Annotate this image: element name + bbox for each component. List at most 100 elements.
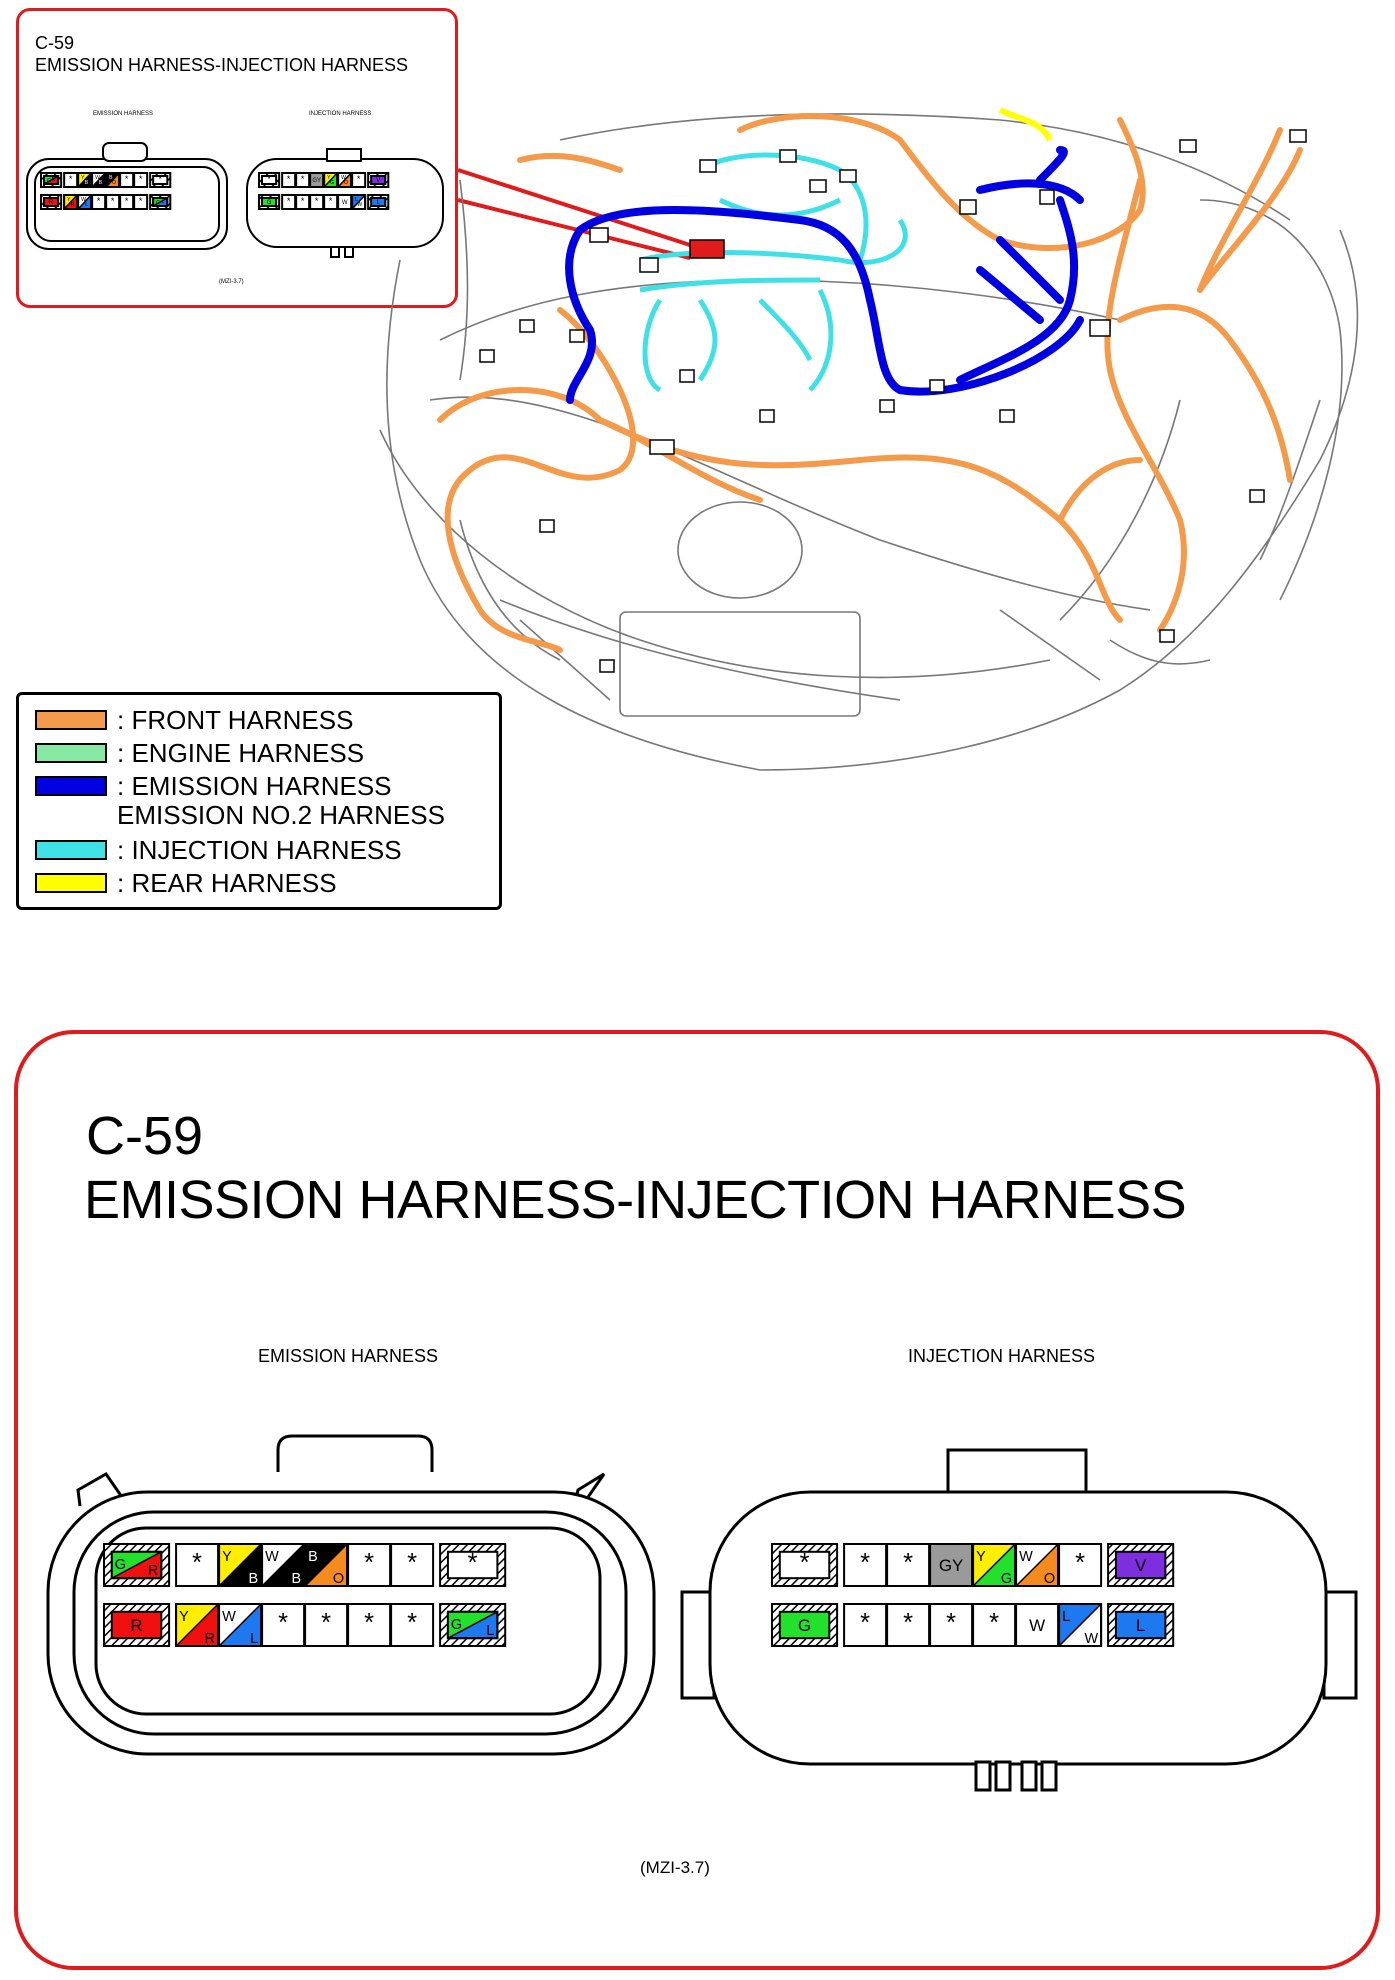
wire-color-primary: Y	[976, 1549, 986, 1565]
harness-connectors	[479, 129, 1307, 673]
legend-label: : REAR HARNESS	[117, 868, 337, 898]
terminal-cavity: L/WLW	[351, 194, 367, 210]
legend-label: : EMISSION HARNESS	[117, 771, 392, 801]
terminal-wire-code: *	[946, 1609, 956, 1637]
terminal-cavity: *	[972, 1603, 1017, 1647]
terminal-cavity: *	[929, 1603, 974, 1647]
terminal-wire-code: *	[111, 196, 115, 206]
terminal-cavity: *	[771, 1543, 839, 1587]
terminal-wire-code: *	[69, 174, 73, 184]
rear-harness-routing	[998, 107, 1053, 142]
terminal-wire-code: *	[903, 1609, 913, 1637]
terminal-wire-code: G	[798, 1616, 811, 1635]
wire-color-primary: W	[95, 175, 100, 181]
wire-color-secondary: O	[112, 180, 116, 186]
wire-color-secondary: B	[85, 180, 89, 186]
terminal-wire-code: *	[287, 174, 291, 184]
terminal-wire-code: V	[1135, 1556, 1147, 1575]
terminal-wire-code: *	[364, 1549, 374, 1577]
legend-item-front: : FRONT HARNESS	[35, 705, 353, 735]
legend-label: : ENGINE HARNESS	[117, 738, 365, 768]
terminal-wire-code: *	[139, 174, 143, 184]
wire-color-secondary: R	[70, 202, 74, 208]
wire-color-primary: G	[115, 1557, 126, 1573]
terminal-wire-code: *	[321, 1609, 331, 1637]
harness-legend: : FRONT HARNESS : ENGINE HARNESS : EMISS…	[16, 692, 502, 910]
terminal-cavity: W/BWB	[91, 172, 107, 188]
terminal-wire-code: L	[1136, 1616, 1145, 1635]
wire-color-primary: B	[308, 1549, 318, 1565]
wire-color-secondary: R	[148, 1563, 158, 1579]
wire-color-secondary: B	[99, 180, 103, 186]
terminal-wire-code: R	[130, 1616, 142, 1635]
terminal-cavity: *	[149, 172, 172, 188]
terminal-wire-code: V	[376, 178, 380, 184]
terminal-cavity: *	[886, 1603, 931, 1647]
wire-color-primary: L	[355, 197, 358, 203]
terminal-cavity: *	[175, 1543, 220, 1587]
terminal-cavity: G/LGL	[439, 1603, 507, 1647]
wire-color-primary: W	[1019, 1549, 1033, 1565]
terminal-wire-code: *	[860, 1549, 870, 1577]
legend-label: EMISSION NO.2 HARNESS	[117, 800, 445, 830]
terminal-wire-code: L	[377, 200, 381, 206]
emission-harness-label: EMISSION HARNESS	[258, 1346, 439, 1366]
detail-footnote: (MZI-3.7)	[640, 1858, 710, 1877]
terminal-wire-code: *	[97, 196, 101, 206]
terminal-wire-code: *	[989, 1609, 999, 1637]
wire-color-secondary: R	[51, 177, 55, 183]
wire-color-primary: G	[47, 178, 51, 184]
callout-leader-line	[457, 168, 691, 247]
emission-terminals: G/RGR*Y/BYBW/BWBB/OBO***RY/RYRW/LWL****G…	[103, 1543, 507, 1647]
wire-color-primary: B	[109, 175, 113, 181]
terminal-cavity: *	[347, 1603, 392, 1647]
front-harness-routing	[437, 113, 1303, 653]
terminal-wire-code: *	[407, 1609, 417, 1637]
wire-color-primary: W	[341, 175, 346, 181]
terminal-cavity: W/LWL	[218, 1603, 263, 1647]
wire-color-secondary: W	[1084, 1631, 1098, 1647]
terminal-cavity: V	[367, 172, 390, 188]
wire-color-secondary: L	[486, 1623, 494, 1639]
legend-swatch	[35, 873, 107, 893]
terminal-cavity: V	[1107, 1543, 1175, 1587]
wire-color-primary: L	[1062, 1609, 1070, 1625]
terminal-wire-code: *	[278, 1609, 288, 1637]
terminal-wire-code: *	[860, 1609, 870, 1637]
wire-color-secondary: B	[291, 1571, 301, 1587]
terminal-cavity: B/OBO	[105, 172, 121, 188]
terminal-wire-code: *	[903, 1549, 913, 1577]
terminal-cavity: G/LGL	[149, 194, 172, 210]
terminal-cavity: L	[1107, 1603, 1175, 1647]
terminal-wire-code: *	[364, 1609, 374, 1637]
terminal-wire-code: *	[125, 174, 129, 184]
terminal-cavity: *	[886, 1543, 931, 1587]
terminal-cavity: G/RGR	[40, 172, 63, 188]
inset-left-label: EMISSION HARNESS	[93, 111, 154, 117]
terminal-cavity: B/OBO	[304, 1543, 349, 1587]
wire-color-secondary: O	[333, 1571, 344, 1587]
legend-swatch	[35, 710, 107, 730]
terminal-cavity: Y/BYB	[77, 172, 93, 188]
terminal-wire-code: *	[800, 1549, 810, 1577]
wire-color-primary: W	[81, 197, 86, 203]
legend-item-injection: : INJECTION HARNESS	[35, 835, 402, 865]
terminal-cavity: *	[133, 172, 149, 188]
terminal-wire-code: *	[139, 196, 143, 206]
terminal-wire-code: *	[287, 196, 291, 206]
injection-harness-routing	[639, 152, 908, 393]
wire-color-primary: G	[156, 200, 160, 206]
terminal-cavity: W/BWB	[261, 1543, 306, 1587]
inset-footnote: (MZI-3.7)	[219, 279, 244, 285]
terminal-cavity: Y/GYG	[323, 172, 339, 188]
terminal-wire-code: *	[315, 196, 319, 206]
wire-color-secondary: L	[250, 1631, 258, 1647]
wire-color-secondary: L	[85, 202, 88, 208]
terminal-wire-code: *	[468, 1549, 478, 1577]
car-body-outline	[379, 113, 1359, 771]
wire-color-secondary: G	[1001, 1571, 1012, 1587]
inset-title: EMISSION HARNESS-INJECTION HARNESS	[35, 55, 409, 75]
wire-color-primary: Y	[222, 1549, 232, 1565]
terminal-cavity: Y/BYB	[218, 1543, 263, 1587]
